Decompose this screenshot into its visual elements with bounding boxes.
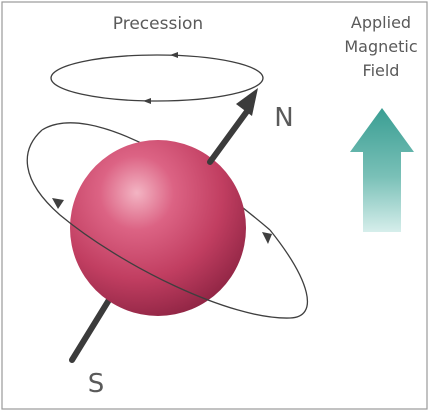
field-label-line1: Applied	[351, 13, 411, 32]
precession-arrow-top-icon	[170, 52, 178, 58]
field-label-line2: Magnetic	[344, 37, 417, 56]
precession-orbit	[50, 52, 264, 104]
spin-orbit-front	[26, 129, 309, 319]
south-label: S	[88, 369, 105, 399]
proton-sphere	[70, 140, 246, 316]
field-arrow-icon	[350, 108, 414, 232]
orbit-arrow-left-icon	[52, 198, 64, 209]
north-arrowhead-icon	[236, 88, 258, 116]
spin-axis-south	[69, 292, 115, 363]
field-label-line3: Field	[363, 61, 400, 80]
spin-axis-north	[207, 107, 251, 165]
precession-arrow-bottom-icon	[143, 98, 151, 104]
orbit-arrow-right-icon	[262, 232, 272, 244]
north-label: N	[274, 103, 293, 133]
precession-label: Precession	[113, 14, 203, 34]
